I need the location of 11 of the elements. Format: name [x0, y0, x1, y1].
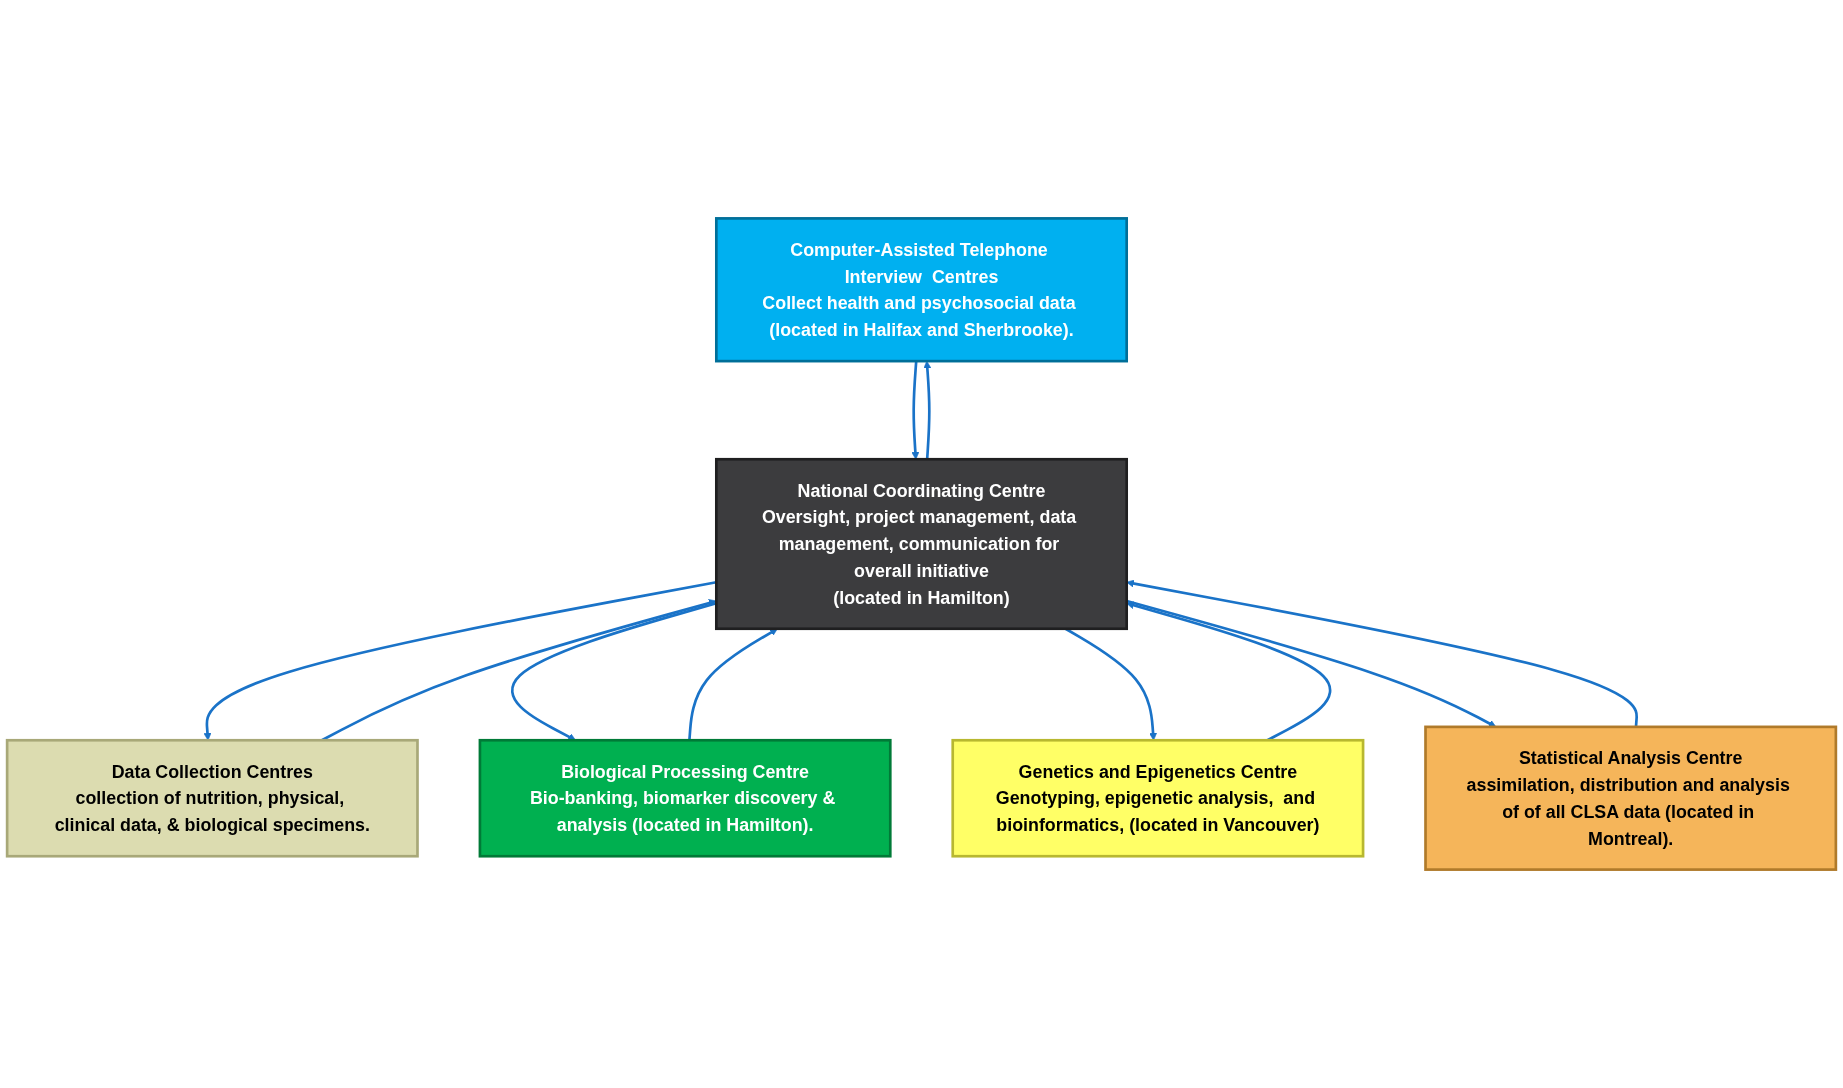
node-box: National Coordinating Centre Oversight, project management, data management, communication for overall initiative (located in Hamilton)	[715, 457, 1128, 631]
node-box: Genetics and Epigenetics Centre Genotyping, epigenetic analysis, and bioinformatics, (located in Vancouver)	[951, 738, 1365, 858]
node-box: Statistical Analysis Centre assimilation, distribution and analysis of of all CLSA data (located in Montreal).	[1424, 725, 1838, 871]
node-box: Biological Processing Centre Bio-banking, biomarker discovery & analysis (located in Hamilton).	[478, 738, 892, 858]
arrow	[511, 601, 717, 741]
arrow	[203, 580, 717, 741]
arrow	[1126, 579, 1638, 727]
arrow	[911, 361, 920, 460]
node-box: Data Collection Centres collection of nutrition, physical, clinical data, & biological specimens.	[5, 738, 419, 858]
node-box: Computer-Assisted Telephone Interview Centres Collect health and psychosocial data (located in Halifax and Sherbrooke).	[715, 217, 1128, 363]
arrow	[688, 628, 778, 741]
